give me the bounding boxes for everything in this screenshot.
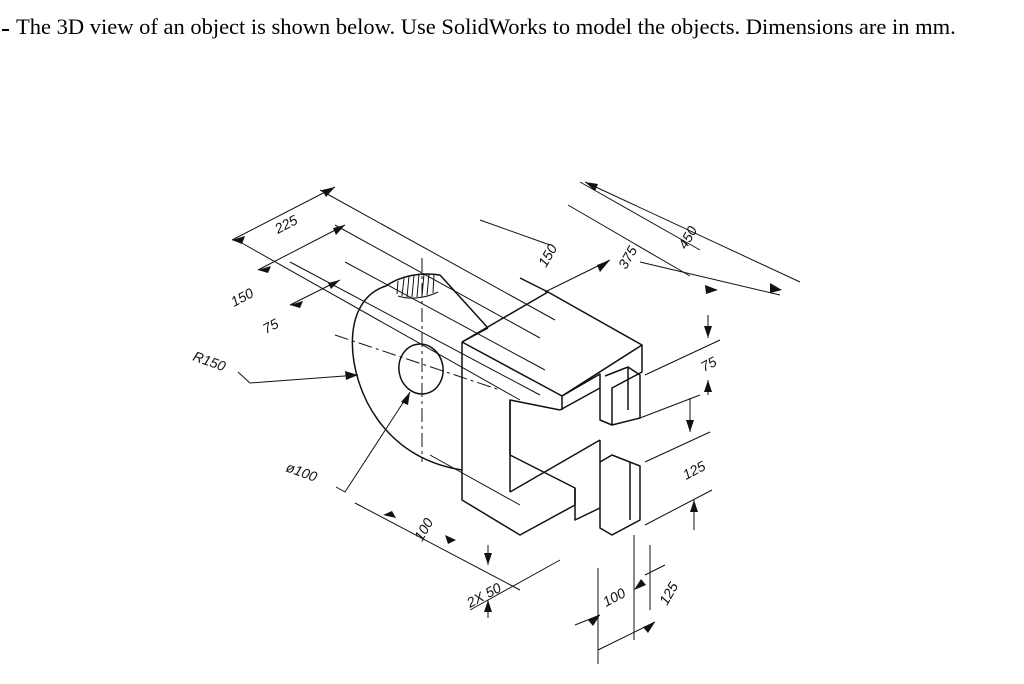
instruction-text: The 3D view of an object is shown below.… <box>16 14 956 39</box>
upper-step <box>561 345 643 426</box>
dim-100-foot: 100 <box>600 584 628 609</box>
object-outline <box>351 273 643 536</box>
lower-lug <box>599 440 641 536</box>
hole-ellipse <box>398 343 444 395</box>
dim-150-top: 150 <box>535 241 561 269</box>
dim-125-foot: 125 <box>656 579 682 607</box>
boss-top-edge <box>439 274 489 329</box>
lower-step <box>574 488 601 521</box>
dim-dia100: ø100 <box>284 459 320 485</box>
dim-125-right: 125 <box>680 457 708 482</box>
block-top-back <box>519 277 549 293</box>
dim-75-left: 75 <box>260 315 281 337</box>
upper-lug <box>604 366 641 426</box>
center-lines <box>334 258 501 462</box>
dim-150-left: 150 <box>228 284 256 309</box>
block-inner-top <box>559 387 601 411</box>
block-front-face <box>461 342 576 536</box>
boss-front-arc <box>351 285 463 471</box>
bullet-dash <box>2 29 9 31</box>
block-top-face <box>461 291 643 397</box>
dim-100-bottom: 100 <box>411 515 437 543</box>
dim-375: 375 <box>615 243 641 271</box>
dim-r150: R150 <box>191 348 228 375</box>
boss-top-arc <box>385 273 441 287</box>
dim-225: 225 <box>271 211 300 237</box>
dim-450: 450 <box>675 223 701 251</box>
block-inner-diag <box>509 439 601 493</box>
dim-2x50: 2X 50 <box>463 579 504 611</box>
instruction: The 3D view of an object is shown below.… <box>0 14 1024 46</box>
dimension-lines <box>231 181 801 664</box>
dim-75-right: 75 <box>698 353 719 375</box>
